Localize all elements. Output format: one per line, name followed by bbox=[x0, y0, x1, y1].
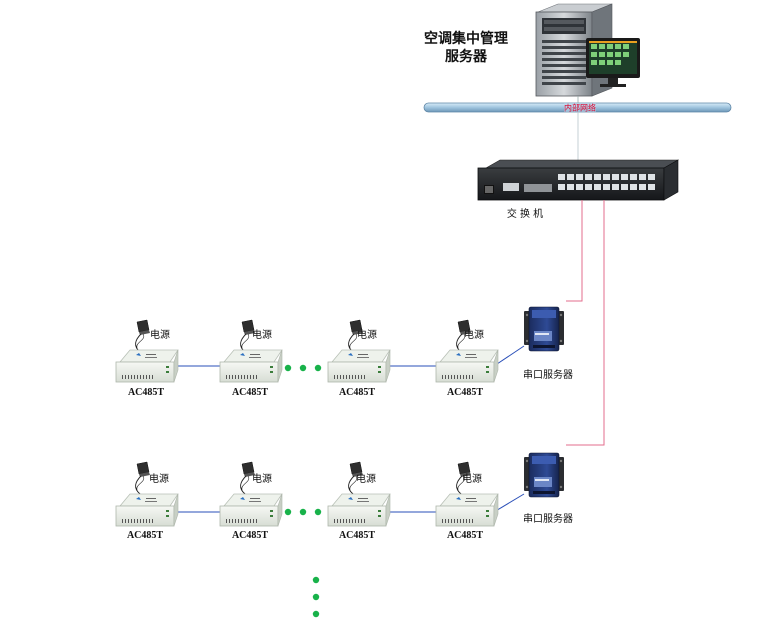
server-title-line1: 空调集中管理 bbox=[424, 30, 508, 47]
switch-icon bbox=[477, 159, 680, 201]
server-title-line2: 服务器 bbox=[445, 48, 488, 65]
device-label: AC485T bbox=[339, 387, 375, 398]
serial-server-icon bbox=[523, 306, 565, 352]
power-adapter-icon bbox=[135, 461, 151, 499]
power-label: 电源 bbox=[462, 472, 482, 485]
power-label: 电源 bbox=[252, 472, 272, 485]
serial-server-label-2: 串口服务器 bbox=[523, 512, 573, 525]
ac485t-device-icon bbox=[327, 493, 391, 527]
device-label: AC485T bbox=[447, 530, 483, 541]
device-label: AC485T bbox=[128, 387, 164, 398]
network-bus-label: 内部网络 bbox=[564, 103, 596, 113]
device-label: AC485T bbox=[447, 387, 483, 398]
switch-label: 交 换 机 bbox=[507, 207, 543, 220]
ellipsis-dot bbox=[314, 508, 322, 516]
ac485t-device-icon bbox=[435, 349, 499, 383]
ac485t-device-icon bbox=[115, 349, 179, 383]
device-label: AC485T bbox=[232, 530, 268, 541]
power-label: 电源 bbox=[357, 328, 377, 341]
network-bus: 内部网络 bbox=[423, 103, 732, 113]
device-row-2: 电源 AC485T 电源 AC485T 电源 AC485T 电源 AC485T bbox=[115, 461, 525, 541]
power-label: 电源 bbox=[149, 472, 169, 485]
ac485t-device-icon bbox=[219, 493, 283, 527]
ellipsis-dot bbox=[284, 508, 292, 516]
ellipsis-dot bbox=[284, 364, 292, 372]
device-row-1: 电源 AC485T 电源 AC485T 电源 AC485T 电源 AC485T bbox=[115, 319, 525, 398]
ellipsis-dot bbox=[314, 364, 322, 372]
ac485t-device-icon bbox=[327, 349, 391, 383]
monitor-icon bbox=[586, 38, 640, 87]
device-label: AC485T bbox=[339, 530, 375, 541]
ellipsis-dot bbox=[299, 364, 307, 372]
device-label: AC485T bbox=[127, 530, 163, 541]
link-switch-serial-1 bbox=[566, 200, 583, 302]
continuation-dot bbox=[312, 610, 320, 618]
power-label: 电源 bbox=[252, 328, 272, 341]
serial-server-label-1: 串口服务器 bbox=[523, 368, 573, 381]
server-icon bbox=[535, 3, 613, 97]
continuation-dot bbox=[312, 593, 320, 601]
power-label: 电源 bbox=[356, 472, 376, 485]
ac485t-device-icon bbox=[219, 349, 283, 383]
ellipsis-dot bbox=[299, 508, 307, 516]
serial-server-icon bbox=[523, 452, 565, 498]
continuation-dot bbox=[312, 576, 320, 584]
ac485t-device-icon bbox=[435, 493, 499, 527]
power-label: 电源 bbox=[150, 328, 170, 341]
ac485t-device-icon bbox=[115, 493, 179, 527]
device-label: AC485T bbox=[232, 387, 268, 398]
power-label: 电源 bbox=[464, 328, 484, 341]
link-switch-serial-2 bbox=[566, 200, 605, 446]
